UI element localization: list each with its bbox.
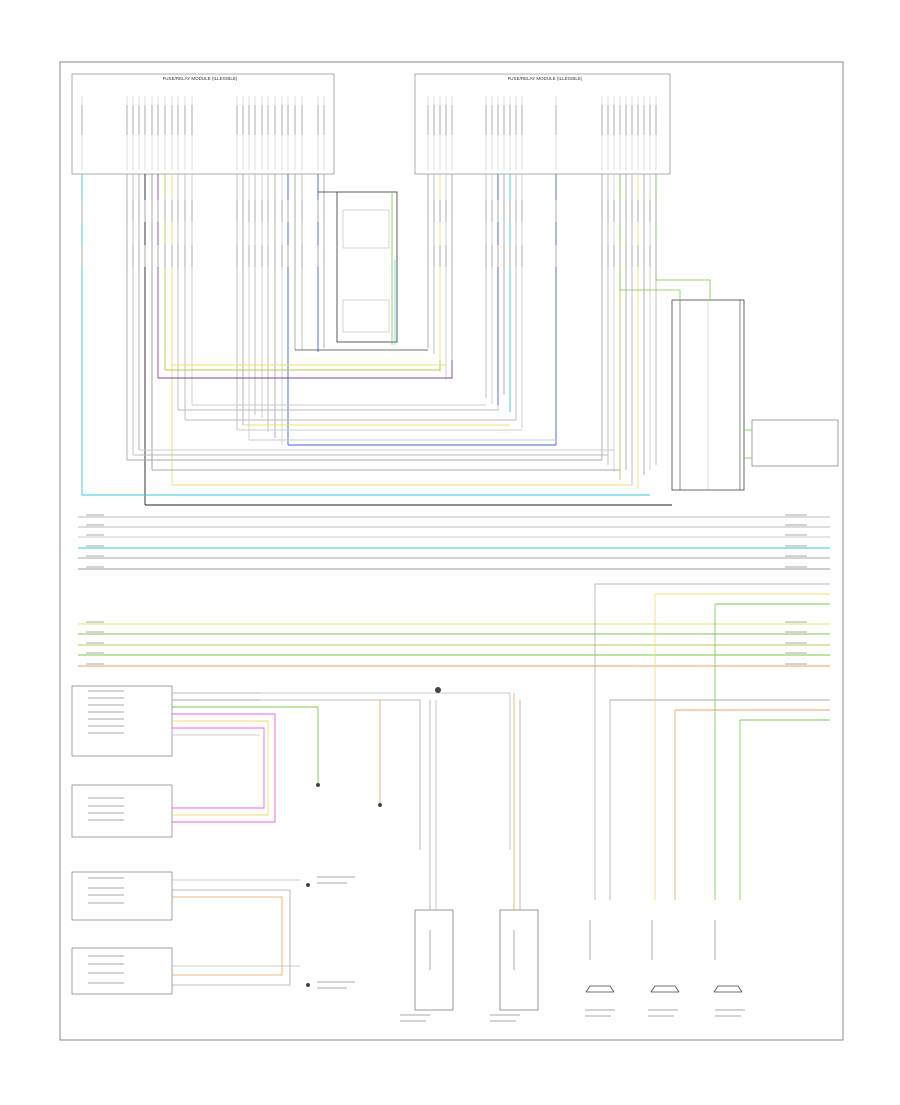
speaker-symbol [650,985,680,993]
ground-symbol [378,803,382,807]
top-right-module-title: FUSE/RELAY MODULE (ILLEGIBLE) [508,76,583,81]
lower-left-switches [71,685,511,995]
switch-wire [172,692,511,850]
lower-components [306,687,743,1011]
right-module [671,299,839,491]
connector-dot [306,883,310,887]
junction-dot [435,687,441,693]
switch-wire [172,727,265,809]
top-left-module-title: FUSE/RELAY MODULE (ILLEGIBLE) [163,76,238,81]
horizontal-wire [165,360,441,371]
speaker-symbol [585,985,615,993]
horizontal-wires [82,349,752,506]
switch-wire [172,706,319,785]
switch-wire [172,889,291,986]
ground-symbol [316,783,320,787]
diagram-frame [59,61,844,1041]
switch-wire [172,896,283,976]
switch-wire [172,713,276,823]
top-right-module-pins [427,96,657,170]
switch-wire [172,699,421,850]
horizontal-wire [178,405,499,411]
speaker-symbols [585,985,743,993]
tiny-labels [81,105,807,1022]
connector-dot [306,983,310,987]
switch-lines [172,692,511,986]
horizontal-wire [158,360,453,379]
vertical-wire [655,174,711,300]
speaker-symbol [713,985,743,993]
lower-wires [306,687,521,987]
vertical-wire [619,174,681,300]
switch-wire [172,720,269,816]
center-component [336,191,398,343]
bus-lines [78,516,830,900]
